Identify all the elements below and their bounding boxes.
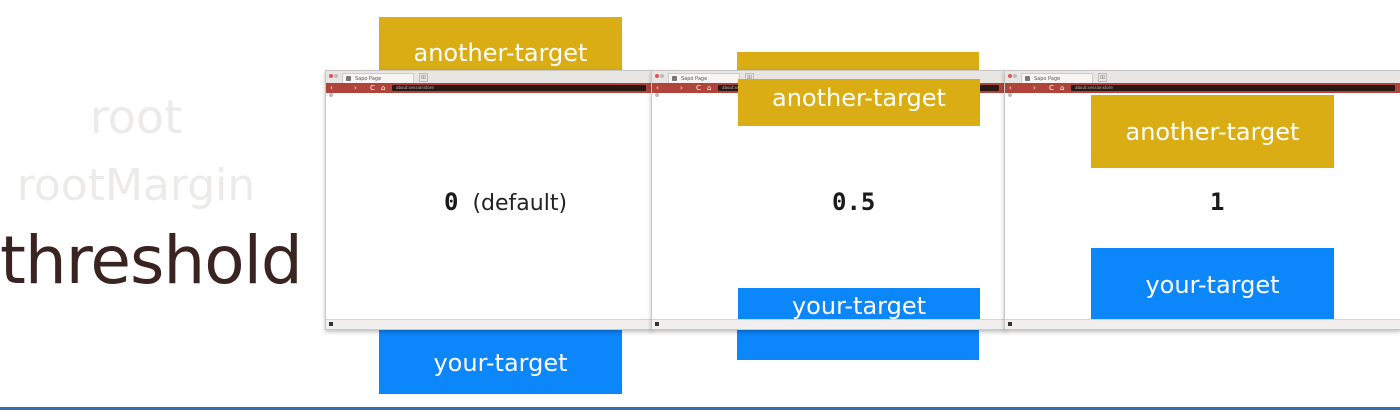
- url-text: about:sessionstore: [396, 85, 434, 90]
- threshold-number: 0: [444, 188, 459, 216]
- threshold-value-2: 0.5: [832, 188, 876, 216]
- your-target-box-3: your-target: [1091, 248, 1334, 321]
- forward-icon[interactable]: ›: [354, 84, 357, 92]
- another-target-box-2: another-target: [738, 79, 980, 126]
- forward-icon[interactable]: ›: [680, 84, 683, 92]
- reload-icon[interactable]: C: [696, 84, 701, 92]
- nav-bar: ‹ › C ⌂ about:sessionstore: [326, 83, 652, 93]
- window-controls[interactable]: [329, 74, 343, 97]
- forward-icon[interactable]: ›: [1033, 84, 1036, 92]
- threshold-note: (default): [472, 191, 568, 216]
- home-icon[interactable]: ⌂: [381, 84, 386, 92]
- status-bar: [1005, 319, 1400, 329]
- threshold-value-1: 0 (default): [444, 188, 567, 216]
- status-icon: [655, 322, 659, 326]
- status-icon: [1008, 322, 1012, 326]
- tab-bar: Sapo Page ⊞: [326, 71, 652, 97]
- browser-tab[interactable]: Sapo Page: [342, 73, 414, 83]
- window-controls[interactable]: [655, 74, 669, 97]
- page-icon: [346, 76, 351, 81]
- browser-window-2: Sapo Page ⊞ ‹ › C ⌂ about:sessionstore a…: [651, 70, 1006, 330]
- tab-title: Sapo Page: [681, 76, 708, 82]
- threshold-value-3: 1: [1210, 188, 1225, 216]
- your-target-box-2-bottom: [737, 326, 979, 360]
- word-rootmargin: rootMargin: [16, 160, 256, 211]
- status-bar: [326, 319, 652, 329]
- bottom-divider: [0, 407, 1400, 410]
- your-target-box-1: your-target: [379, 330, 622, 394]
- another-target-box-3: another-target: [1091, 95, 1334, 168]
- browser-window-1: Sapo Page ⊞ ‹ › C ⌂ about:sessionstore 0…: [325, 70, 653, 330]
- back-icon[interactable]: ‹: [330, 84, 333, 92]
- status-icon: [329, 322, 333, 326]
- url-bar[interactable]: about:sessionstore: [392, 85, 646, 91]
- status-bar: [652, 319, 1005, 329]
- page-icon: [1025, 76, 1030, 81]
- reload-icon[interactable]: C: [1049, 84, 1054, 92]
- home-icon[interactable]: ⌂: [707, 84, 712, 92]
- another-target-box-2-top: [737, 52, 979, 74]
- home-icon[interactable]: ⌂: [1060, 84, 1065, 92]
- tab-title: Sapo Page: [355, 76, 382, 82]
- tab-title: Sapo Page: [1034, 76, 1061, 82]
- reload-icon[interactable]: C: [370, 84, 375, 92]
- nav-bar: ‹ › C ⌂ about:sessionstore: [1005, 83, 1400, 93]
- browser-window-3: Sapo Page ⊞ ‹ › C ⌂ about:sessionstore a…: [1004, 70, 1400, 330]
- word-root: root: [89, 90, 183, 144]
- page-icon: [672, 76, 677, 81]
- new-tab-icon[interactable]: ⊞: [1098, 73, 1107, 82]
- url-bar[interactable]: about:sessionstore: [1071, 85, 1395, 91]
- browser-tab[interactable]: Sapo Page: [1021, 73, 1093, 83]
- new-tab-icon[interactable]: ⊞: [419, 73, 428, 82]
- window-controls[interactable]: [1008, 74, 1022, 97]
- tab-bar: Sapo Page ⊞: [1005, 71, 1400, 97]
- browser-tab[interactable]: Sapo Page: [668, 73, 740, 83]
- word-threshold: threshold: [0, 222, 303, 299]
- back-icon[interactable]: ‹: [1009, 84, 1012, 92]
- url-text: about:sessionstore: [1075, 85, 1113, 90]
- back-icon[interactable]: ‹: [656, 84, 659, 92]
